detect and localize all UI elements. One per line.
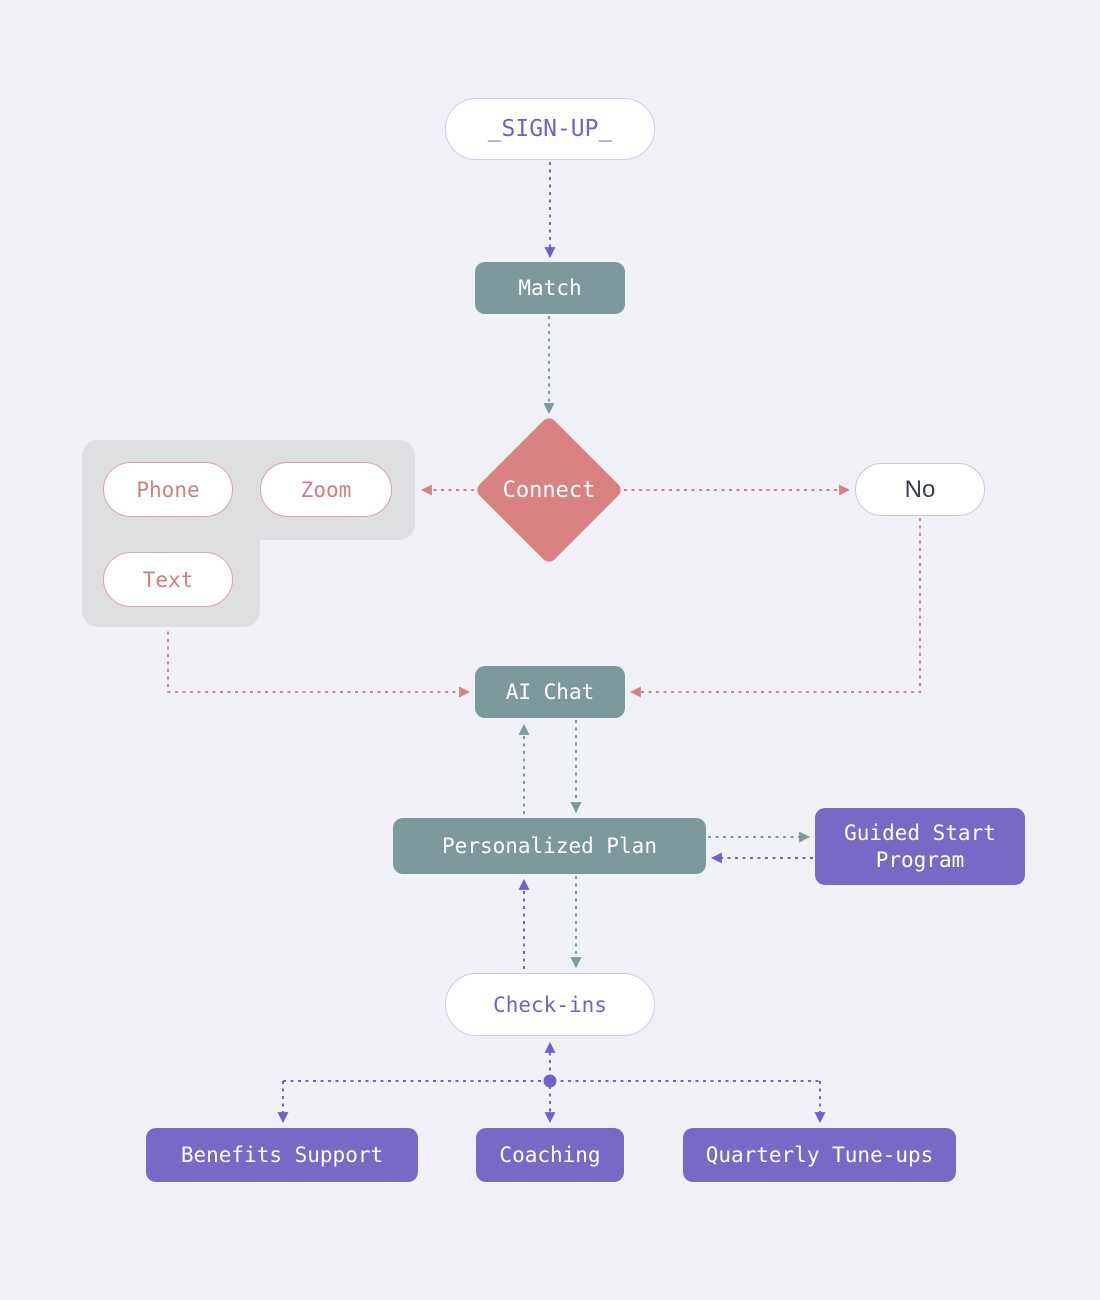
node-signup-label: _SIGN-UP_ xyxy=(487,116,613,142)
node-zoom: Zoom xyxy=(260,462,392,517)
node-text-label: Text xyxy=(142,567,194,592)
node-coaching: Coaching xyxy=(476,1128,624,1182)
node-match: Match xyxy=(475,262,625,314)
node-benefits-support: Benefits Support xyxy=(146,1128,418,1182)
node-personalized-plan: Personalized Plan xyxy=(393,818,706,874)
node-personalized-plan-label: Personalized Plan xyxy=(442,833,657,858)
node-guided-start-label: Guided Start Program xyxy=(844,821,996,872)
node-signup: _SIGN-UP_ xyxy=(445,98,655,160)
node-ai-chat: AI Chat xyxy=(475,666,625,718)
junction-dot xyxy=(543,1074,557,1088)
node-match-label: Match xyxy=(518,275,582,300)
node-guided-start: Guided Start Program xyxy=(815,808,1025,885)
node-phone: Phone xyxy=(103,462,233,517)
node-ai-chat-label: AI Chat xyxy=(505,679,595,704)
node-connect: Connect xyxy=(474,415,624,565)
edge-no-aichat xyxy=(629,518,921,698)
node-check-ins: Check-ins xyxy=(445,973,655,1036)
node-check-ins-label: Check-ins xyxy=(493,992,607,1017)
node-benefits-support-label: Benefits Support xyxy=(180,1142,384,1167)
node-no: No xyxy=(855,463,985,516)
node-quarterly-tuneups: Quarterly Tune-ups xyxy=(683,1128,956,1182)
node-no-label: No xyxy=(904,475,936,503)
node-coaching-label: Coaching xyxy=(499,1142,601,1167)
node-quarterly-tuneups-label: Quarterly Tune-ups xyxy=(705,1142,934,1167)
node-zoom-label: Zoom xyxy=(300,477,352,502)
node-connect-label: Connect xyxy=(502,477,596,503)
node-phone-label: Phone xyxy=(136,477,200,502)
node-text: Text xyxy=(103,552,233,607)
